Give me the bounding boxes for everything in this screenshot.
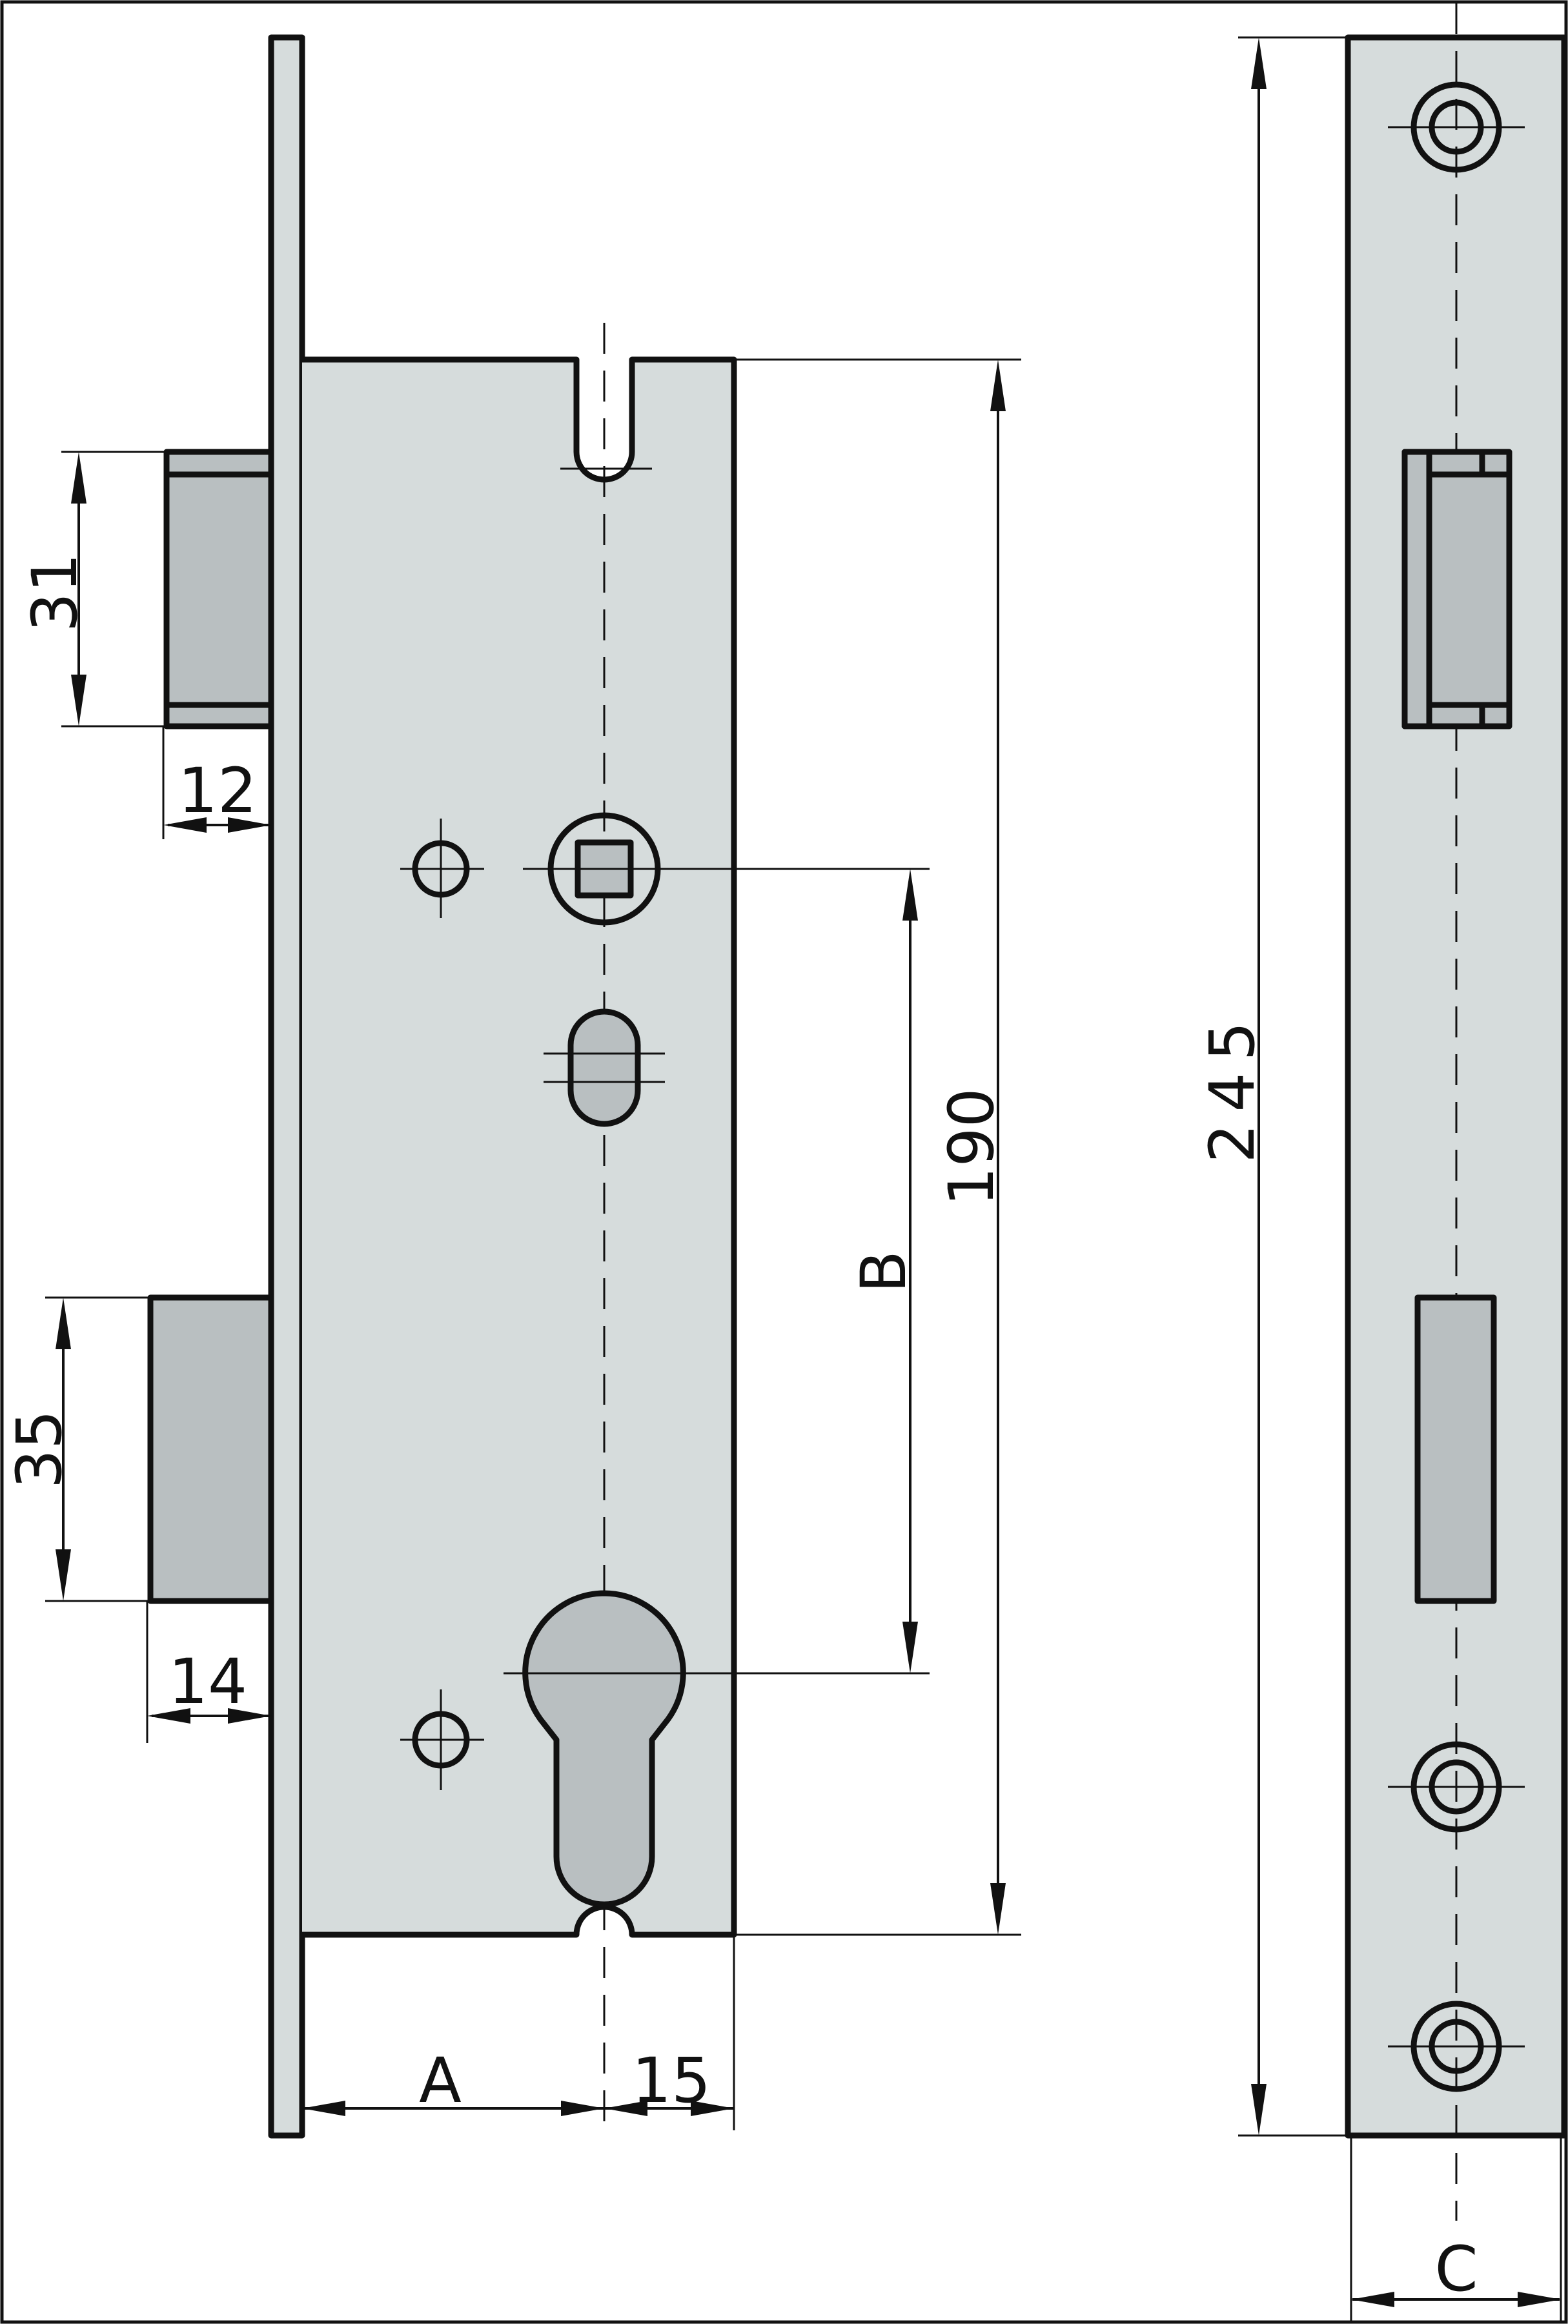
faceplate-front-view: 245 C [1196, 3, 1567, 2322]
fixing-hole-bottom [400, 1689, 484, 1790]
dim-latch-projection: 12 [163, 755, 271, 833]
dim-12-label: 12 [178, 755, 257, 827]
dim-b-label: B [848, 1250, 920, 1293]
dim-centre-distance: B [848, 869, 920, 1673]
screw-bottom-icon [1388, 2001, 1525, 2092]
dim-backset: A 15 [302, 2044, 734, 2117]
dim-case-height: 190 [935, 360, 1008, 1935]
dim-190-label: 190 [935, 1088, 1008, 1206]
dim-14-label: 14 [168, 1646, 247, 1718]
bolt-opening [1414, 1294, 1497, 1604]
screw-top-icon [1388, 81, 1525, 173]
dim-faceplate-width: C [1351, 2233, 1561, 2307]
latch-bolt [163, 449, 274, 729]
dead-bolt [147, 1294, 274, 1604]
dim-15-label: 15 [632, 2044, 711, 2117]
dim-35-label: 35 [3, 1410, 76, 1489]
fixing-hole-top [400, 819, 484, 918]
lock-case [302, 360, 734, 1935]
oval-hole [544, 1008, 665, 1127]
cylinder-cutout [504, 1590, 930, 1908]
dim-245-label: 245 [1196, 1010, 1268, 1163]
dim-bolt-projection: 14 [147, 1646, 271, 1724]
dim-31-label: 31 [19, 553, 91, 632]
follower-hub [523, 812, 930, 926]
faceplate-edge [271, 37, 302, 2135]
dim-bolt-height: 35 [3, 1298, 76, 1601]
screw-middle-icon [1388, 1741, 1525, 1833]
latch-opening [1401, 449, 1512, 729]
dim-faceplate-length: 245 [1196, 37, 1268, 2135]
lock-body-view: 31 12 35 14 A [3, 34, 1021, 2139]
dim-c-label: C [1434, 2233, 1478, 2305]
dim-a-label: A [419, 2044, 462, 2117]
dim-latch-height: 31 [19, 452, 91, 726]
